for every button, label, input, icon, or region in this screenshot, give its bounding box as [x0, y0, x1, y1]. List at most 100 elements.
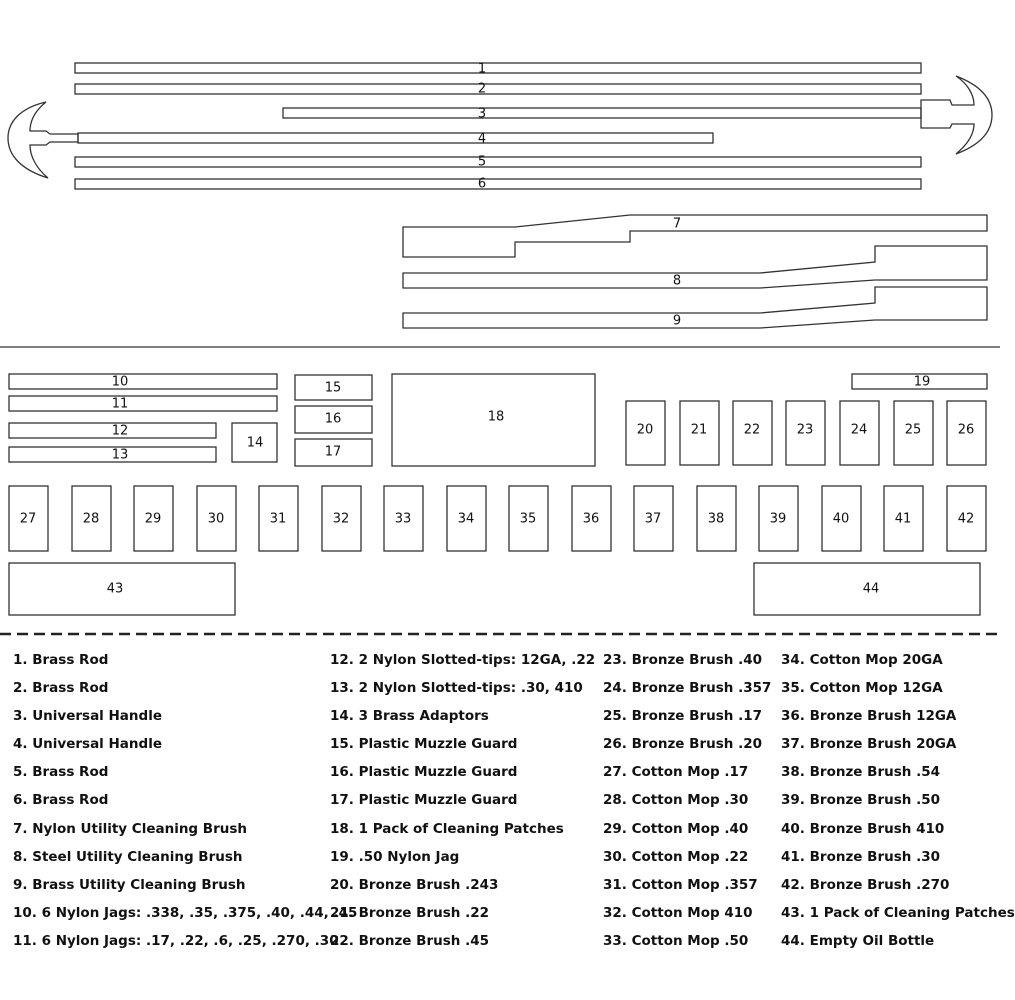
legend-item: 20. Bronze Brush .243 — [330, 877, 499, 893]
part-35-cotton-mop — [508, 485, 549, 552]
part-number-label: 25 — [905, 423, 922, 438]
legend-item: 23. Bronze Brush .40 — [603, 652, 762, 668]
parts-diagram: 1 2 3 4 5 6 7 8 9 10 11 12 13 14 15 16 1… — [0, 62, 1000, 636]
part-number-label: 35 — [520, 512, 537, 527]
legend-item: 29. Cotton Mop .40 — [603, 821, 749, 837]
part-number-label: 26 — [958, 423, 975, 438]
legend-item: 17. Plastic Muzzle Guard — [330, 792, 518, 808]
part-26-bronze-brush — [946, 400, 987, 466]
part-number-label: 13 — [112, 448, 129, 463]
part-37-bronze-brush — [633, 485, 674, 552]
part-4-universal-handle-rod — [77, 132, 714, 144]
part-number-label: 24 — [851, 423, 868, 438]
part-32-cotton-mop — [321, 485, 362, 552]
part-number-label: 17 — [325, 445, 342, 460]
part-number-label: 5 — [478, 155, 486, 170]
legend-item: 30. Cotton Mop .22 — [603, 849, 749, 865]
part-14-brass-adaptors — [231, 422, 278, 463]
part-number-label: 6 — [478, 177, 486, 192]
part-number-label: 23 — [797, 423, 814, 438]
part-20-bronze-brush — [625, 400, 666, 466]
part-25-bronze-brush — [893, 400, 934, 466]
part-34-cotton-mop — [446, 485, 487, 552]
legend-item: 16. Plastic Muzzle Guard — [330, 764, 518, 780]
part-33-cotton-mop — [383, 485, 424, 552]
legend-item: 5. Brass Rod — [13, 764, 109, 780]
part-23-bronze-brush — [785, 400, 826, 466]
part-number-label: 1 — [478, 62, 486, 77]
part-number-label: 7 — [673, 217, 681, 232]
part-22-bronze-brush — [732, 400, 773, 466]
part-number-label: 11 — [112, 397, 129, 412]
part-number-label: 27 — [20, 512, 37, 527]
part-number-label: 33 — [395, 512, 412, 527]
legend-item: 39. Bronze Brush .50 — [781, 792, 940, 808]
legend-item: 11. 6 Nylon Jags: .17, .22, .6, .25, .27… — [13, 933, 339, 949]
legend-item: 32. Cotton Mop 410 — [603, 905, 753, 921]
legend-item: 10. 6 Nylon Jags: .338, .35, .375, .40, … — [13, 905, 358, 921]
part-19-nylon-jag — [851, 373, 988, 390]
part-31-cotton-mop — [258, 485, 299, 552]
part-3-universal-handle-rod — [282, 107, 922, 119]
part-17-muzzle-guard — [294, 438, 373, 467]
part-11-nylon-jags — [8, 395, 278, 412]
part-number-label: 34 — [458, 512, 475, 527]
part-38-bronze-brush — [696, 485, 737, 552]
part-number-label: 44 — [863, 582, 880, 597]
part-8-steel-brush — [402, 245, 988, 289]
part-number-label: 3 — [478, 107, 486, 122]
part-1-brass-rod — [74, 62, 922, 74]
legend-item: 28. Cotton Mop .30 — [603, 792, 749, 808]
part-13-slotted-tips — [8, 446, 217, 463]
part-number-label: 29 — [145, 512, 162, 527]
legend-item: 37. Bronze Brush 20GA — [781, 736, 957, 752]
part-42-bronze-brush — [946, 485, 987, 552]
part-5-brass-rod — [74, 156, 922, 168]
part-number-label: 40 — [833, 512, 850, 527]
legend-item: 31. Cotton Mop .357 — [603, 877, 758, 893]
part-28-cotton-mop — [71, 485, 112, 552]
legend-item: 21. Bronze Brush .22 — [330, 905, 489, 921]
part-10-nylon-jags — [8, 373, 278, 390]
legend-item: 24. Bronze Brush .357 — [603, 680, 772, 696]
part-40-bronze-brush — [821, 485, 862, 552]
part-number-label: 21 — [691, 423, 708, 438]
legend-item: 35. Cotton Mop 12GA — [781, 680, 943, 696]
part-36-bronze-brush — [571, 485, 612, 552]
part-number-label: 43 — [107, 582, 124, 597]
legend-item: 38. Bronze Brush .54 — [781, 764, 940, 780]
legend-item: 36. Bronze Brush 12GA — [781, 708, 957, 724]
legend-item: 19. .50 Nylon Jag — [330, 849, 460, 865]
part-number-label: 37 — [645, 512, 662, 527]
legend-item: 41. Bronze Brush .30 — [781, 849, 940, 865]
part-number-label: 12 — [112, 424, 129, 439]
part-number-label: 4 — [478, 132, 486, 147]
part-6-brass-rod — [74, 178, 922, 190]
part-number-label: 32 — [333, 512, 350, 527]
legend-item: 7. Nylon Utility Cleaning Brush — [13, 821, 248, 837]
legend-item: 44. Empty Oil Bottle — [781, 933, 935, 949]
left-handle-shape — [7, 101, 79, 179]
part-number-label: 9 — [673, 314, 681, 329]
legend-item: 4. Universal Handle — [13, 736, 162, 752]
right-handle-shape — [920, 75, 993, 155]
part-number-label: 2 — [478, 82, 486, 97]
part-number-label: 16 — [325, 412, 342, 427]
part-number-label: 42 — [958, 512, 975, 527]
legend-item: 33. Cotton Mop .50 — [603, 933, 749, 949]
part-24-bronze-brush — [839, 400, 880, 466]
legend-item: 12. 2 Nylon Slotted-tips: 12GA, .22 — [330, 652, 596, 668]
part-12-slotted-tips — [8, 422, 217, 439]
legend-item: 26. Bronze Brush .20 — [603, 736, 762, 752]
legend-item: 15. Plastic Muzzle Guard — [330, 736, 518, 752]
part-29-cotton-mop — [133, 485, 174, 552]
legend-item: 14. 3 Brass Adaptors — [330, 708, 489, 724]
part-number-label: 41 — [895, 512, 912, 527]
part-number-label: 18 — [488, 410, 505, 425]
part-44-oil-bottle — [753, 562, 981, 616]
part-7-nylon-brush — [402, 214, 988, 258]
part-43-cleaning-patches — [8, 562, 236, 616]
legend-item: 34. Cotton Mop 20GA — [781, 652, 943, 668]
part-2-brass-rod — [74, 83, 922, 95]
part-16-muzzle-guard — [294, 405, 373, 434]
